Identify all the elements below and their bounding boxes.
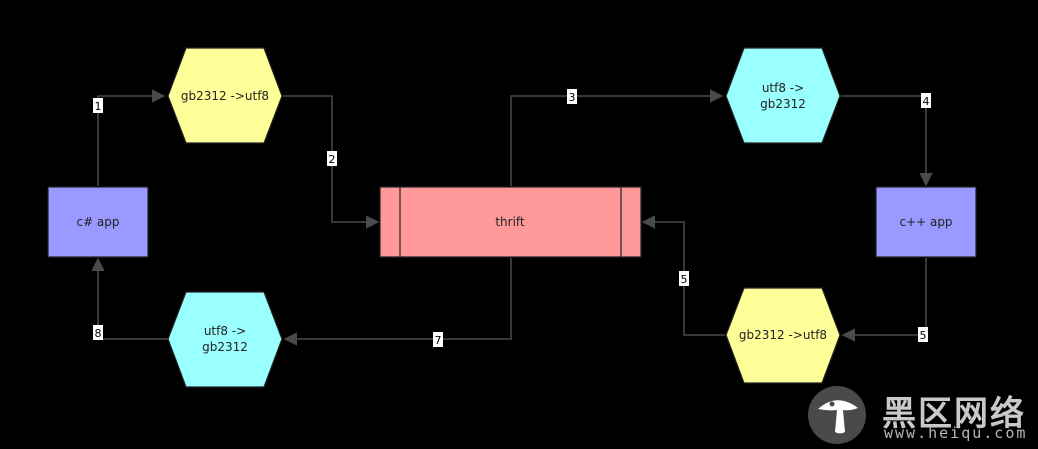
- edge-8: [91, 257, 168, 340]
- svg-text:4: 4: [923, 95, 930, 108]
- svg-text:gb2312 ->utf8: gb2312 ->utf8: [181, 89, 269, 103]
- node-csharp-app[interactable]: c# app: [47, 186, 149, 258]
- edge-3: [510, 89, 724, 186]
- mushroom-logo-icon: [808, 386, 866, 444]
- svg-text:c++ app: c++ app: [899, 215, 952, 229]
- svg-text:utf8 ->: utf8 ->: [204, 324, 246, 338]
- edge-label-5-left: 5: [679, 271, 689, 286]
- svg-text:utf8 ->: utf8 ->: [762, 81, 804, 95]
- edge-label-1: 1: [93, 98, 103, 113]
- svg-text:5: 5: [920, 329, 927, 342]
- edge-5-right: [841, 258, 927, 342]
- svg-text:gb2312: gb2312: [760, 97, 806, 111]
- edge-7: [283, 258, 512, 346]
- svg-text:3: 3: [569, 91, 576, 104]
- node-hex-bottom-right[interactable]: gb2312 ->utf8: [725, 287, 841, 384]
- node-hex-top-left[interactable]: gb2312 ->utf8: [167, 47, 283, 144]
- svg-text:gb2312: gb2312: [202, 340, 248, 354]
- watermark-url: www.heiqu.com: [884, 424, 1028, 442]
- edge-4: [841, 95, 933, 187]
- edge-labels: 1 2 3 4 5 5 7 8: [93, 89, 931, 347]
- svg-text:2: 2: [329, 153, 336, 166]
- edge-label-4: 4: [921, 93, 931, 108]
- edge-label-8: 8: [93, 325, 103, 340]
- edge-label-7: 7: [433, 332, 443, 347]
- svg-text:gb2312 ->utf8: gb2312 ->utf8: [739, 328, 827, 342]
- edge-label-2: 2: [327, 151, 337, 166]
- watermark-title: 黑区网络: [882, 394, 1026, 434]
- svg-text:1: 1: [95, 100, 102, 113]
- edge-label-5-right: 5: [918, 327, 928, 342]
- svg-text:thrift: thrift: [495, 215, 525, 229]
- node-hex-bottom-left[interactable]: utf8 -> gb2312: [167, 291, 283, 388]
- edge-label-3: 3: [567, 89, 577, 104]
- svg-text:5: 5: [681, 273, 688, 286]
- node-hex-top-right[interactable]: utf8 -> gb2312: [725, 47, 841, 144]
- node-cpp-app[interactable]: c++ app: [875, 186, 977, 258]
- svg-text:8: 8: [95, 327, 102, 340]
- svg-text:c# app: c# app: [76, 215, 119, 229]
- edge-1: [97, 89, 166, 186]
- node-thrift[interactable]: thrift: [379, 186, 642, 258]
- svg-text:7: 7: [435, 334, 442, 347]
- watermark: 黑区网络 www.heiqu.com: [806, 384, 1038, 446]
